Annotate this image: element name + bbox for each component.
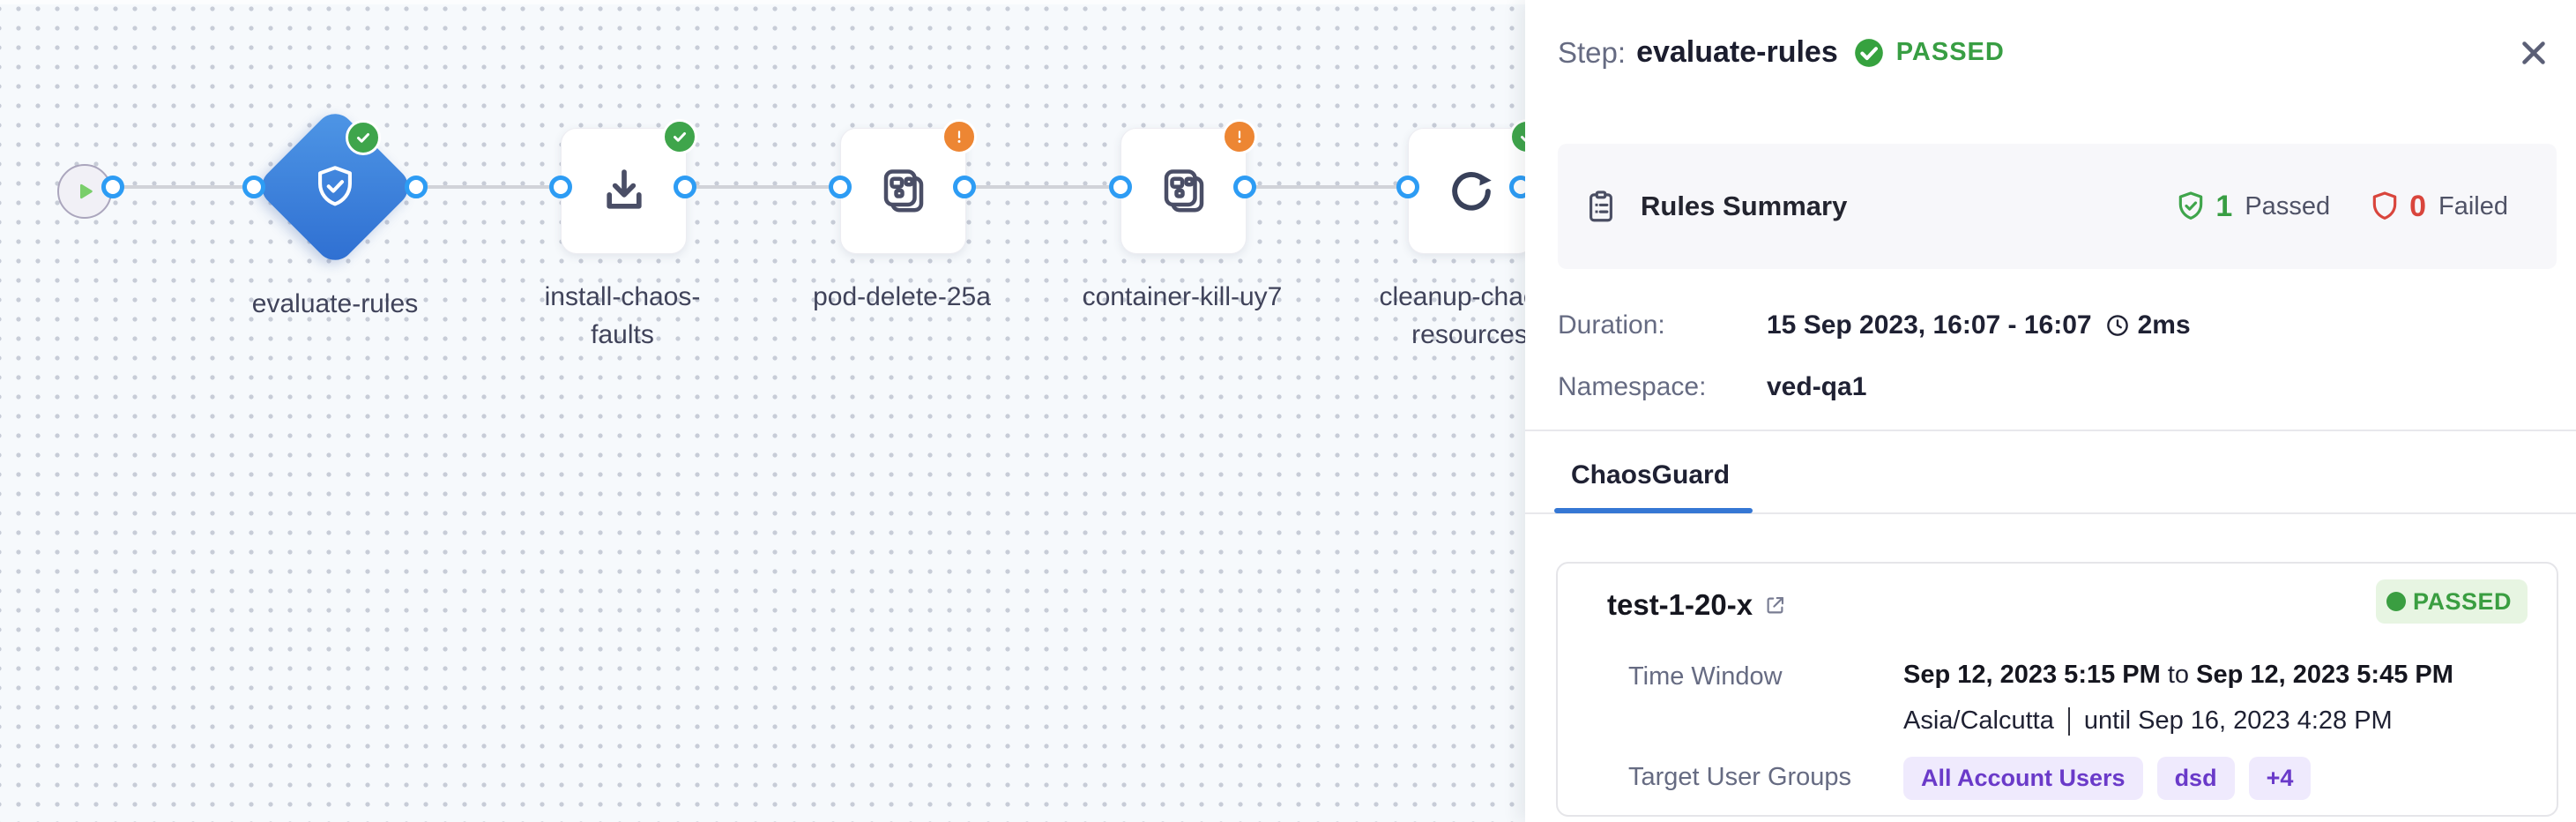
pipeline-edge: [108, 185, 1532, 189]
play-icon: [71, 178, 98, 205]
duration-value: 15 Sep 2023, 16:07 - 16:07 2ms: [1767, 310, 2191, 340]
node-label-container-kill-uy7: container-kill-uy7: [1082, 282, 1283, 311]
node-label-evaluate-rules: evaluate-rules: [251, 289, 419, 318]
port: [101, 176, 124, 198]
close-icon[interactable]: [2518, 37, 2550, 69]
namespace-row: Namespace: ved-qa1: [1558, 372, 2550, 402]
download-icon: [597, 164, 651, 219]
port: [674, 176, 696, 198]
node-label-pod-delete-25a: pod-delete-25a: [813, 282, 991, 311]
time-window-timezone: Asia/Calcutta until Sep 16, 2023 4:28 PM: [1903, 706, 2393, 736]
chaos-fault-icon: [877, 165, 930, 218]
user-group-pill-more[interactable]: +4: [2248, 757, 2312, 800]
port: [1109, 176, 1132, 198]
port: [405, 176, 428, 198]
port: [1396, 176, 1419, 198]
rules-passed-count: 1 Passed: [2173, 189, 2330, 224]
user-group-pill: All Account Users: [1903, 757, 2143, 800]
port: [549, 176, 572, 198]
port: [242, 176, 265, 198]
external-link-icon[interactable]: [1763, 594, 1787, 617]
status-dot-icon: [2386, 592, 2406, 611]
namespace-value: ved-qa1: [1767, 372, 1867, 401]
port: [953, 176, 976, 198]
node-install-chaos-faults[interactable]: [561, 119, 697, 254]
shield-fail-icon: [2367, 189, 2402, 224]
vertical-divider: [2067, 706, 2070, 736]
divider: [1525, 430, 2576, 431]
namespace-label: Namespace:: [1558, 372, 1707, 401]
divider: [1525, 512, 2576, 514]
rules-failed-count: 0 Failed: [2367, 189, 2508, 224]
time-window-value: Sep 12, 2023 5:15 PM to Sep 12, 2023 5:4…: [1903, 661, 2453, 689]
node-pod-delete-25a[interactable]: [840, 119, 977, 254]
rules-summary-section: Rules Summary 1 Passed: [1558, 144, 2557, 269]
rule-status-badge: PASSED: [2375, 579, 2528, 624]
clock-icon: [2104, 312, 2138, 339]
shield-pass-icon: [2173, 189, 2208, 224]
success-badge-icon: [662, 119, 697, 154]
elapsed-time: 2ms: [2104, 310, 2191, 340]
step-name: evaluate-rules: [1636, 35, 1838, 69]
duration-label: Duration:: [1558, 310, 1665, 340]
clipboard-icon: [1582, 188, 1619, 225]
start-node[interactable]: [57, 164, 112, 219]
step-details-panel: Step: evaluate-rules PASSED Rules Summ: [1525, 0, 2576, 822]
rules-summary-title: Rules Summary: [1641, 191, 1848, 221]
chaos-fault-icon: [1158, 165, 1210, 218]
time-window-label: Time Window: [1628, 662, 1783, 691]
port: [829, 176, 852, 198]
duration-row: Duration: 15 Sep 2023, 16:07 - 16:07 2ms: [1558, 310, 2550, 340]
node-evaluate-rules[interactable]: [254, 106, 416, 268]
shield-check-icon: [309, 161, 361, 213]
target-user-groups-label: Target User Groups: [1628, 763, 1852, 791]
passed-check-icon: [1852, 36, 1886, 70]
success-badge-icon: [346, 120, 381, 155]
tab-active-underline: [1554, 508, 1753, 513]
rule-name: test-1-20-x: [1607, 588, 1753, 621]
warning-badge-icon: [1222, 119, 1257, 154]
step-prefix-label: Step:: [1558, 35, 1627, 69]
warning-badge-icon: [942, 119, 977, 154]
user-group-pill: dsd: [2156, 757, 2235, 800]
tab-chaosguard[interactable]: ChaosGuard: [1571, 460, 1731, 489]
step-status-label: PASSED: [1895, 38, 2005, 66]
panel-header: Step: evaluate-rules PASSED: [1558, 35, 2550, 70]
refresh-icon: [1444, 164, 1499, 219]
node-cleanup-chaos-resources[interactable]: [1408, 119, 1545, 254]
pipeline-canvas[interactable]: evaluate-rules install-chaos-faults pod-…: [0, 0, 1560, 822]
target-user-groups: All Account Users dsd +4: [1903, 757, 2312, 800]
node-container-kill-uy7[interactable]: [1120, 119, 1257, 254]
port: [1233, 176, 1256, 198]
node-label-install-chaos-faults: install-chaos-faults: [544, 282, 701, 349]
chaosguard-rule-card: test-1-20-x PASSED Time Window Sep 12, 2…: [1556, 562, 2558, 817]
